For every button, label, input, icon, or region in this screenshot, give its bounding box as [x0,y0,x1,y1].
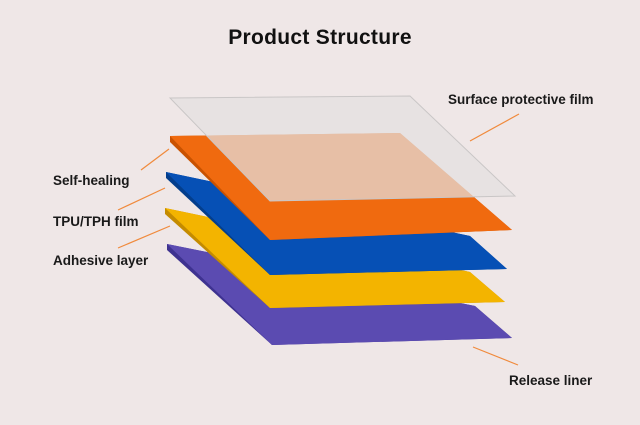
leader-self-healing [140,148,170,171]
leader-surface [469,113,520,142]
surface-film-face [168,95,517,202]
label-surface-protective-film: Surface protective film [448,92,594,107]
leader-release [472,346,519,366]
leader-tpu [117,187,166,211]
label-self-healing: Self-healing [53,173,130,188]
label-adhesive-layer: Adhesive layer [53,253,149,268]
layer-surface-film [168,95,517,202]
label-tpu-tph-film: TPU/TPH film [53,214,139,229]
diagram-title: Product Structure [228,26,412,49]
leader-adhesive [117,225,171,249]
label-release-liner: Release liner [509,373,593,388]
leader-lines [117,113,520,366]
